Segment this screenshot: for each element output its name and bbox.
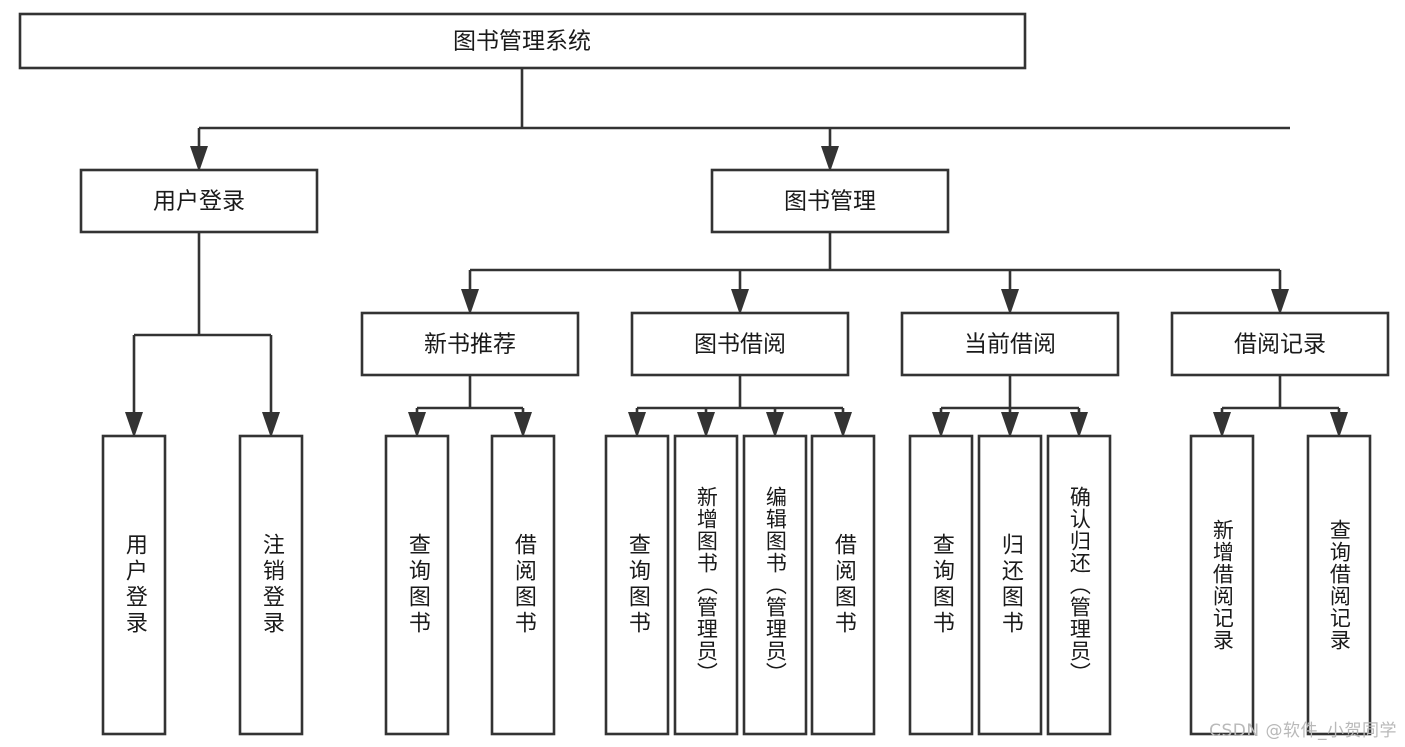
connector-userlogin-to-leaves	[125, 232, 280, 438]
node-current-borrow[interactable]: 当前借阅	[900, 311, 1120, 377]
node-borrow-record-label: 借阅记录	[1234, 332, 1326, 358]
leaf-boxes	[101, 434, 1372, 736]
node-book-management[interactable]: 图书管理	[710, 168, 950, 234]
leaf-box-edit-book	[742, 434, 808, 736]
node-user-login[interactable]: 用户登录	[79, 168, 319, 234]
node-new-book-recommend-label: 新书推荐	[424, 332, 516, 358]
leaf-box-query-record	[1306, 434, 1372, 736]
node-borrow-record[interactable]: 借阅记录	[1170, 311, 1390, 377]
connector-newbook-to-leaves	[408, 375, 532, 438]
leaf-box-query-book-3	[908, 434, 974, 736]
leaf-box-borrow-book-2	[810, 434, 876, 736]
node-user-login-label: 用户登录	[153, 189, 245, 215]
node-root[interactable]: 图书管理系统	[18, 12, 1027, 70]
node-root-label: 图书管理系统	[453, 29, 591, 55]
leaf-box-query-book-2	[604, 434, 670, 736]
leaf-box-confirm-return	[1046, 434, 1112, 736]
node-book-borrow[interactable]: 图书借阅	[630, 311, 850, 377]
leaf-box-user-login	[101, 434, 167, 736]
connector-borrowrecord-to-leaves	[1213, 375, 1348, 438]
leaf-box-return-book	[977, 434, 1043, 736]
leaf-box-add-record	[1189, 434, 1255, 736]
connector-bookborrow-to-leaves	[628, 375, 852, 438]
csdn-watermark: CSDN @软件_小贺同学	[1209, 721, 1397, 741]
leaf-box-query-book-1	[384, 434, 450, 736]
node-new-book-recommend[interactable]: 新书推荐	[360, 311, 580, 377]
connector-root-to-level1	[190, 68, 1290, 172]
connector-currentborrow-to-leaves	[932, 375, 1088, 438]
connector-bookmgmt-to-level2	[461, 232, 1289, 315]
leaf-box-logout	[238, 434, 304, 736]
node-book-management-label: 图书管理	[784, 189, 876, 215]
node-book-borrow-label: 图书借阅	[694, 332, 786, 358]
node-current-borrow-label: 当前借阅	[964, 332, 1056, 358]
leaf-box-borrow-book-1	[490, 434, 556, 736]
leaf-box-add-book	[673, 434, 739, 736]
